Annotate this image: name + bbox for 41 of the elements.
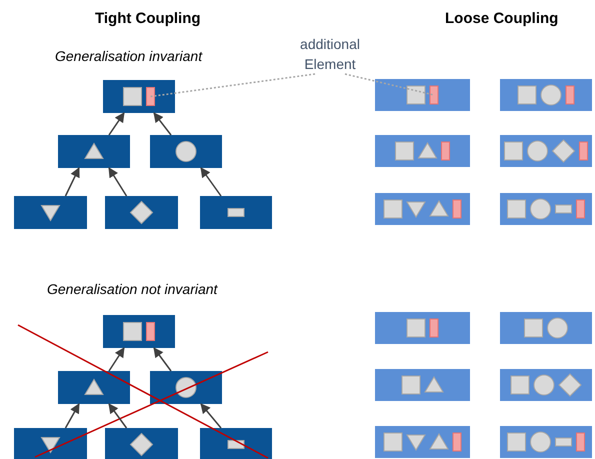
arrow: [64, 167, 80, 196]
class-box: [500, 193, 592, 225]
arrow: [64, 403, 80, 428]
class-box: [500, 369, 592, 401]
class-box: [200, 428, 272, 459]
column-heading: Loose Coupling: [445, 10, 558, 27]
leader-line: [344, 73, 434, 96]
class-box: [500, 312, 592, 344]
class-box: [500, 79, 592, 111]
class-box: [200, 196, 272, 229]
arrow: [200, 167, 222, 196]
callout-text: additional Element: [285, 34, 375, 74]
class-box: [500, 426, 592, 458]
class-box: [375, 79, 470, 111]
class-box: [500, 135, 592, 167]
class-box: [375, 426, 470, 458]
arrow: [108, 167, 128, 196]
arrow: [200, 403, 222, 428]
arrow: [108, 347, 125, 372]
arrow: [108, 112, 125, 136]
class-box: [105, 428, 178, 459]
section-heading: Generalisation invariant: [55, 48, 202, 64]
class-box: [375, 369, 470, 401]
arrow: [153, 347, 172, 372]
class-box: [58, 135, 130, 168]
class-box: [150, 135, 222, 168]
arrow: [153, 112, 172, 136]
class-box: [150, 371, 222, 404]
class-box: [103, 315, 175, 348]
arrow: [108, 403, 128, 428]
class-box: [14, 196, 87, 229]
class-box: [375, 135, 470, 167]
class-box: [105, 196, 178, 229]
class-box: [14, 428, 87, 459]
column-heading: Tight Coupling: [95, 10, 201, 27]
class-box: [375, 312, 470, 344]
class-box: [103, 80, 175, 113]
class-box: [58, 371, 130, 404]
class-box: [375, 193, 470, 225]
leader-line: [150, 73, 316, 98]
section-heading: Generalisation not invariant: [47, 281, 218, 297]
